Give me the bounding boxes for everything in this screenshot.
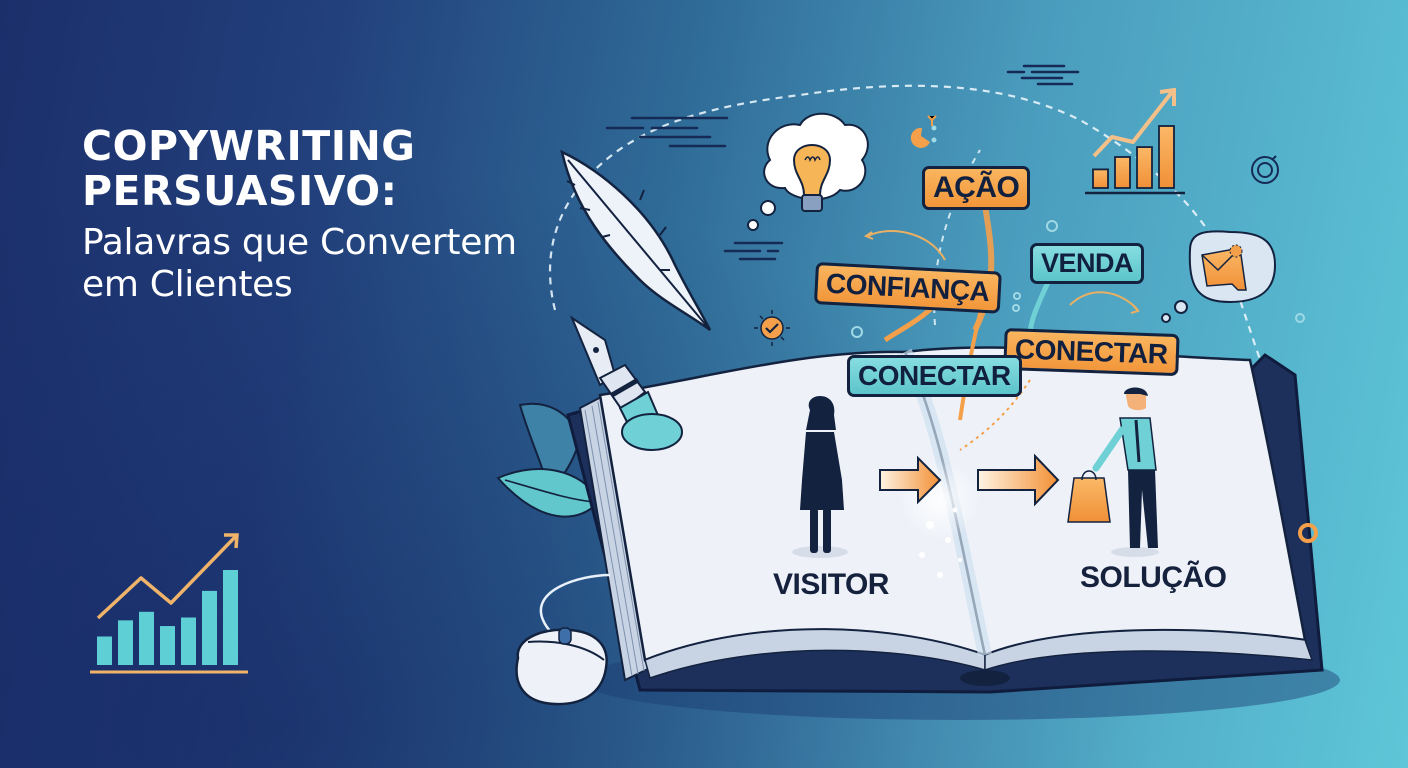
subtitle-line-2: em Clientes: [82, 264, 293, 305]
chart-bar: [223, 570, 238, 665]
tag-venda: VENDA: [1030, 243, 1145, 284]
lightbulb-thought-icon: [747, 112, 869, 231]
speed-lines-icon: [723, 241, 784, 261]
headline: COPYWRITING PERSUASIVO: Palavras que Con…: [82, 124, 517, 306]
arrow-right-icon: [977, 453, 1060, 507]
chart-bar: [160, 626, 175, 665]
trend-arrow: [1092, 90, 1174, 158]
chart-bar: [118, 620, 133, 665]
ring-icon: [1298, 523, 1318, 543]
chart-bar: [181, 617, 196, 665]
title-line-1: COPYWRITING: [82, 122, 416, 170]
chart-bar: [139, 611, 154, 665]
speed-lines-icon: [605, 116, 729, 148]
speed-lines-icon: [1006, 64, 1080, 86]
chart-bar: [97, 636, 112, 665]
open-book: [566, 346, 1324, 694]
buyer-figure-icon: [1067, 387, 1159, 557]
check-badge-icon: [754, 310, 790, 346]
chart-bar: [1158, 125, 1175, 189]
tag-conectar-orange: CONECTAR: [1003, 328, 1180, 377]
fountain-pen-icon: [569, 315, 683, 451]
arrow-right-icon: [879, 455, 942, 505]
chart-bar: [1136, 146, 1153, 189]
decorative-dots-icon: [851, 220, 1305, 338]
refresh-icon: [1251, 155, 1279, 184]
visitor-figure-icon: [792, 396, 848, 558]
book-label-solucao: SOLUÇÃO: [1080, 561, 1227, 594]
feather-quill-icon: [560, 149, 712, 332]
tag-conectar-teal: CONECTAR: [847, 355, 1022, 397]
leaf-icon: [496, 402, 602, 518]
title-line-2: PERSUASIVO:: [82, 167, 398, 215]
bar-chart-trend-icon: [90, 533, 248, 674]
subtitle-line-1: Palavras que Convertem: [82, 222, 517, 263]
computer-mouse-icon: [515, 573, 611, 706]
chart-bar: [202, 590, 217, 665]
dashed-flow-line: [548, 84, 1302, 471]
chart-bar: [1114, 156, 1131, 189]
trend-arrow: [96, 533, 239, 620]
tag-acao: AÇÃO: [922, 166, 1031, 210]
sparkle-icon: [910, 115, 937, 148]
book-label-visitor: VISITOR: [773, 568, 889, 601]
growth-chart-icon: [1085, 87, 1185, 195]
email-thought-icon: [1161, 230, 1277, 323]
chart-bar: [1092, 168, 1109, 189]
